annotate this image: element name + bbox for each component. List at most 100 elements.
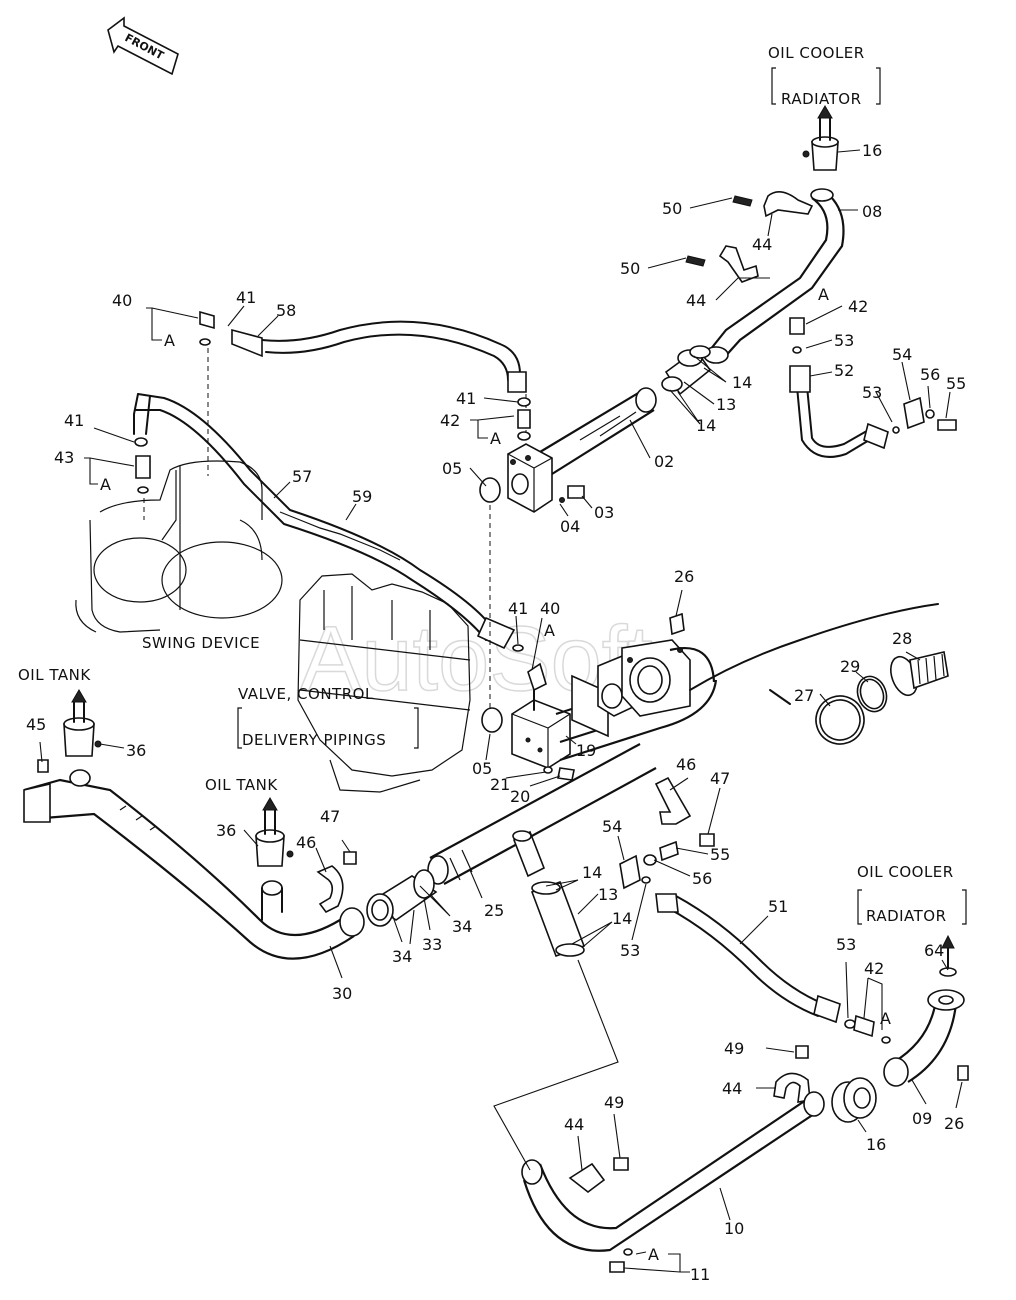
label-44-bottom: 44 bbox=[564, 1115, 584, 1134]
label-42-top-right: 42 bbox=[848, 297, 868, 316]
label-26-top: 26 bbox=[674, 567, 694, 586]
caption-oil-cooler-top: OIL COOLER RADIATOR bbox=[768, 44, 881, 108]
label-20: 20 bbox=[510, 787, 530, 806]
label-42-mid: 42 bbox=[440, 411, 460, 430]
label-46-mid: 46 bbox=[296, 833, 316, 852]
label-59: 59 bbox=[352, 487, 372, 506]
strainer-27-28-29 bbox=[815, 651, 949, 745]
tank-outline-curve bbox=[689, 603, 939, 705]
front-arrow: FRONT bbox=[107, 16, 179, 76]
label-44-upper: 44 bbox=[752, 235, 772, 254]
hose-joint-13-14 bbox=[661, 345, 712, 396]
caption-radiator-top-text: RADIATOR bbox=[781, 90, 862, 108]
label-41-left: 41 bbox=[64, 411, 84, 430]
caption-oil-cooler-top-text: OIL COOLER bbox=[768, 44, 865, 62]
pipe-02 bbox=[539, 387, 657, 475]
label-34-left: 34 bbox=[392, 947, 412, 966]
label-05-center: 05 bbox=[472, 759, 492, 778]
label-02: 02 bbox=[654, 452, 674, 471]
label-25: 25 bbox=[484, 901, 504, 920]
svg-text:OIL TANK: OIL TANK bbox=[18, 666, 91, 684]
fittings-42-53-lower bbox=[844, 1014, 891, 1044]
pipe-09 bbox=[883, 934, 969, 1087]
label-05-top: 05 bbox=[442, 459, 462, 478]
label-36-left: 36 bbox=[126, 741, 146, 760]
label-55-upper: 55 bbox=[946, 374, 966, 393]
label-09: 09 bbox=[912, 1109, 932, 1128]
svg-text:OIL COOLER: OIL COOLER bbox=[857, 863, 954, 881]
label-58: 58 bbox=[276, 301, 296, 320]
label-46-right: 46 bbox=[676, 755, 696, 774]
tank-port-36-left bbox=[37, 689, 102, 773]
label-53-lower: 53 bbox=[620, 941, 640, 960]
label-10: 10 bbox=[724, 1219, 744, 1238]
cooler-elbow bbox=[559, 647, 718, 762]
label-54-upper: 54 bbox=[892, 345, 912, 364]
label-14-lower-b: 14 bbox=[612, 909, 632, 928]
pipe-08 bbox=[703, 188, 845, 364]
pipe-10 bbox=[521, 1091, 825, 1273]
caption-oil-cooler-right: OIL COOLER RADIATOR bbox=[857, 863, 967, 925]
pipe-30 bbox=[23, 769, 365, 960]
label-53-upper: 53 bbox=[862, 383, 882, 402]
hose-57-59 bbox=[133, 393, 516, 650]
leader-lines bbox=[39, 149, 963, 1273]
label-57: 57 bbox=[292, 467, 312, 486]
hose-joint-13-14-lower bbox=[512, 830, 586, 958]
label-16-top: 16 bbox=[862, 141, 882, 160]
label-13-lower: 13 bbox=[598, 885, 618, 904]
caption-valve-control: VALVE, CONTROL DELIVERY PIPINGS bbox=[237, 685, 419, 749]
label-a-left: A bbox=[100, 475, 111, 494]
caption-oil-tank-mid: OIL TANK bbox=[205, 776, 278, 794]
misc-hardware bbox=[479, 477, 575, 781]
label-41-top: 41 bbox=[236, 288, 256, 307]
label-a-bottom: A bbox=[648, 1245, 659, 1264]
svg-text:SWING DEVICE: SWING DEVICE bbox=[142, 634, 260, 652]
hose-joint-33-34 bbox=[366, 869, 438, 927]
part-labels: 16 08 50 44 50 44 A 42 53 52 54 53 56 55… bbox=[26, 141, 966, 1284]
label-42-right: 42 bbox=[864, 959, 884, 978]
label-44-right: 44 bbox=[722, 1079, 742, 1098]
label-47-right: 47 bbox=[710, 769, 730, 788]
label-56-upper: 56 bbox=[920, 365, 940, 384]
label-49-bottom: 49 bbox=[604, 1093, 624, 1112]
label-13-upper: 13 bbox=[716, 395, 736, 414]
svg-text:VALVE, CONTROL: VALVE, CONTROL bbox=[238, 685, 374, 703]
label-51: 51 bbox=[768, 897, 788, 916]
label-53-top-right: 53 bbox=[834, 331, 854, 350]
label-14-upper-a: 14 bbox=[732, 373, 752, 392]
label-21: 21 bbox=[490, 775, 510, 794]
label-56-lower: 56 bbox=[692, 869, 712, 888]
routing-line bbox=[493, 959, 619, 1171]
flange-block-top bbox=[507, 443, 553, 513]
label-a-top-left: A bbox=[164, 331, 175, 350]
svg-text:DELIVERY PIPINGS: DELIVERY PIPINGS bbox=[242, 731, 386, 749]
label-45: 45 bbox=[26, 715, 46, 734]
clamps-44-lower bbox=[568, 1045, 811, 1194]
flange-26 bbox=[621, 612, 691, 717]
label-a-mid: A bbox=[490, 429, 501, 448]
label-03: 03 bbox=[594, 503, 614, 522]
label-44-lower: 44 bbox=[686, 291, 706, 310]
caption-oil-tank-left: OIL TANK bbox=[18, 666, 91, 684]
label-40-center: 40 bbox=[540, 599, 560, 618]
fittings-41-42-mid bbox=[517, 397, 585, 503]
label-16-bottom: 16 bbox=[866, 1135, 886, 1154]
label-43: 43 bbox=[54, 448, 74, 467]
label-41-center: 41 bbox=[508, 599, 528, 618]
svg-text:RADIATOR: RADIATOR bbox=[866, 907, 947, 925]
label-04: 04 bbox=[560, 517, 580, 536]
svg-text:OIL TANK: OIL TANK bbox=[205, 776, 278, 794]
label-19: 19 bbox=[576, 741, 596, 760]
label-14-upper-b: 14 bbox=[696, 416, 716, 435]
label-50-upper: 50 bbox=[662, 199, 682, 218]
control-valve-outline bbox=[297, 573, 471, 793]
label-47-mid: 47 bbox=[320, 807, 340, 826]
clamps-44-upper bbox=[685, 191, 814, 283]
label-53-right: 53 bbox=[836, 935, 856, 954]
label-36-mid: 36 bbox=[216, 821, 236, 840]
fittings-54-55-56-upper bbox=[892, 396, 957, 434]
label-50-lower: 50 bbox=[620, 259, 640, 278]
cooler-connector-16-bottom bbox=[831, 1077, 877, 1123]
